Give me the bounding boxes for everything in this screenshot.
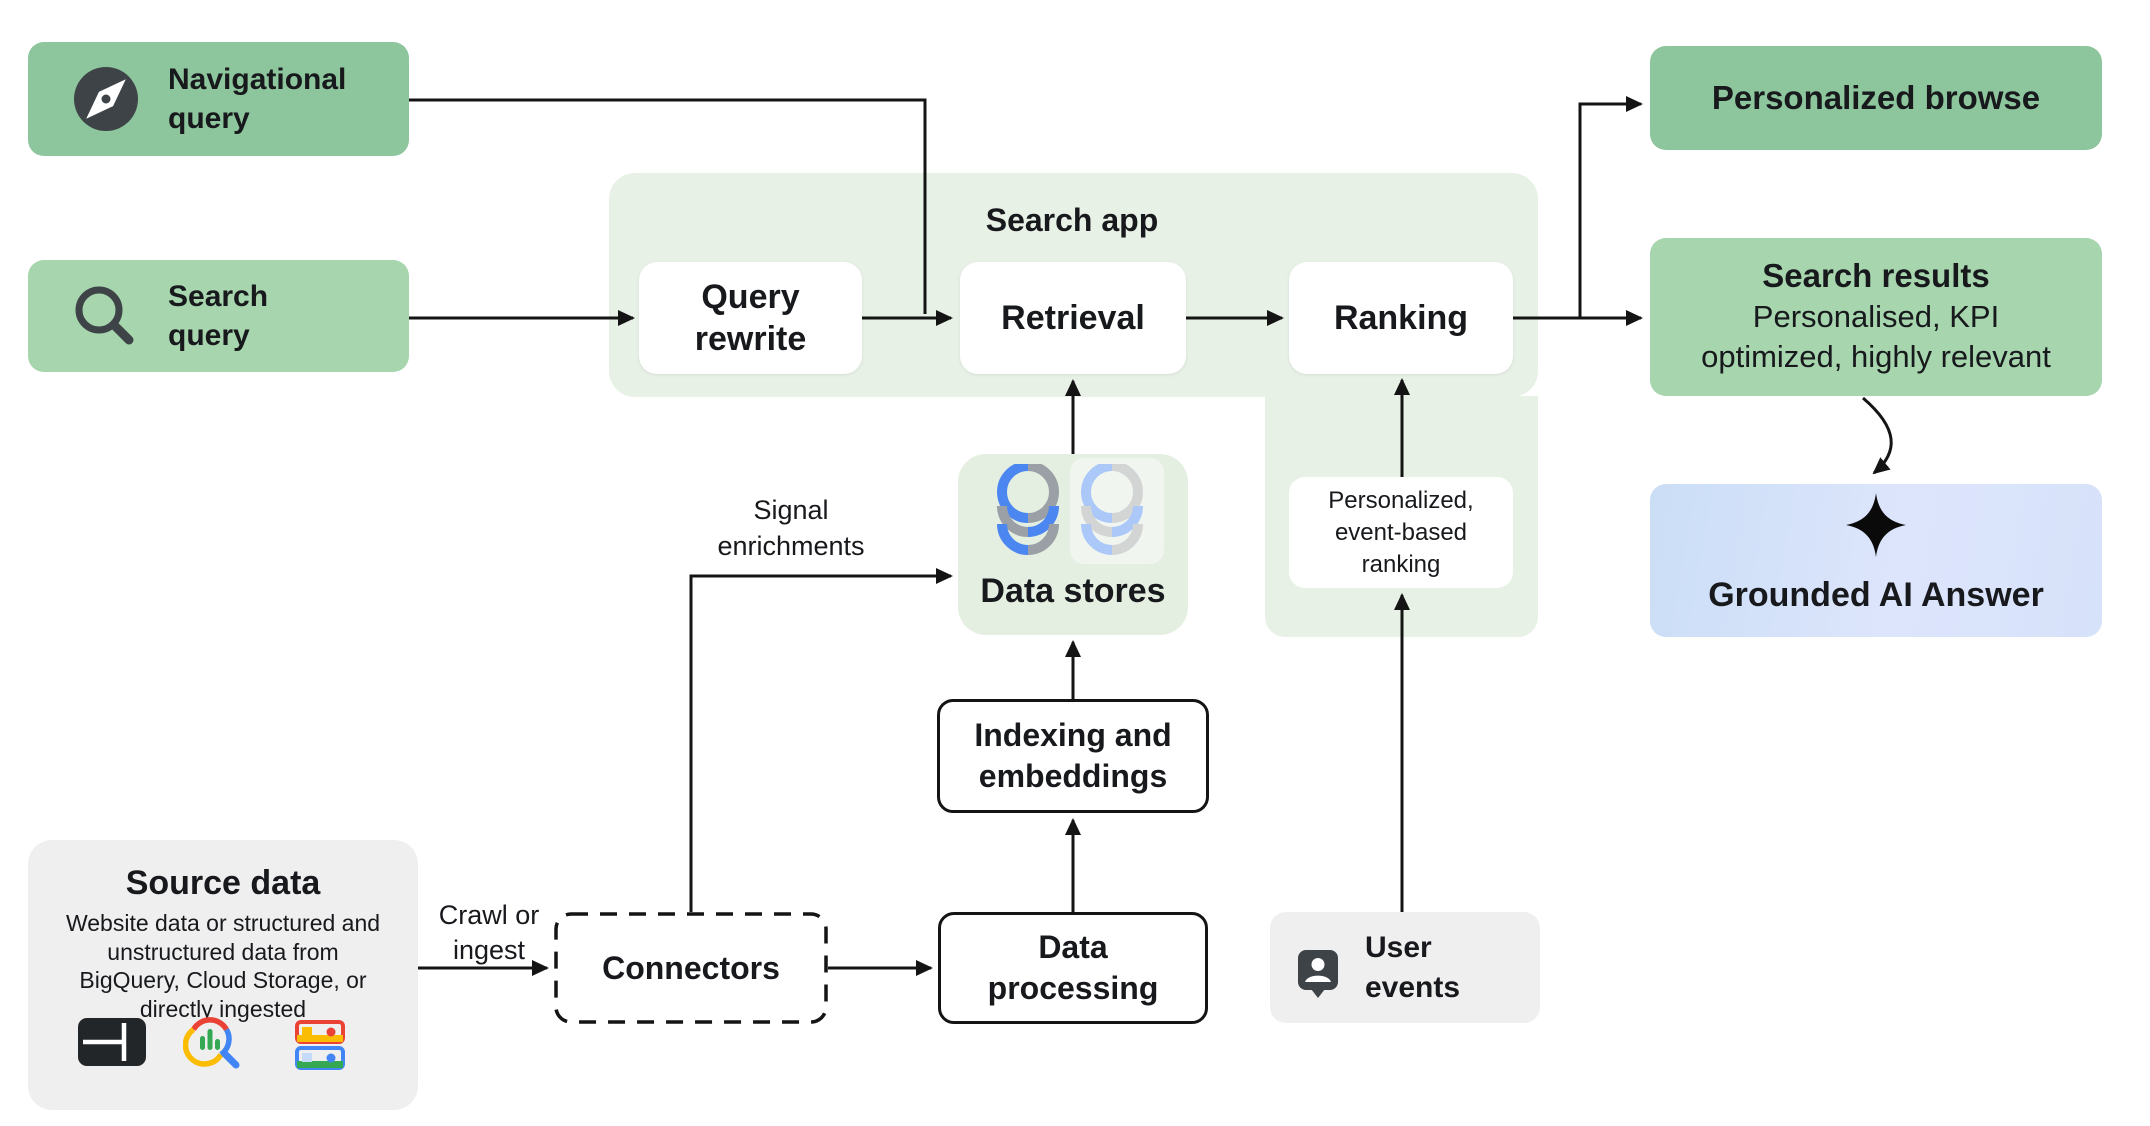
user-events-label: User events [1365, 930, 1461, 1004]
search-query-box: Search query [28, 260, 409, 372]
compass-icon [74, 67, 138, 131]
data-stores-label: Data stores [980, 572, 1166, 610]
retrieval-box: Retrieval [960, 262, 1186, 374]
signal-enrichments-label: Signal enrichments [717, 495, 865, 561]
data-stores-box: Data stores [958, 454, 1188, 635]
navigational-query-box: Navigational query [28, 42, 409, 156]
user-events-box: User events [1270, 912, 1540, 1023]
sparkle-icon [1846, 493, 1906, 557]
source-data-title: Source data [125, 864, 321, 902]
search-query-label: Search query [168, 280, 269, 352]
edge-signal-enrichments [689, 568, 953, 912]
user-icon [1298, 950, 1338, 998]
source-data-description: Website data or structured and unstructu… [65, 910, 381, 1022]
search-results-title: Search results [1762, 257, 1990, 294]
navigational-query-label: Navigational query [168, 63, 347, 135]
connectors-box: Connectors [554, 912, 828, 1024]
magnifier-icon [75, 286, 134, 345]
table-icon [78, 1018, 146, 1066]
edge-searchresults-grounded [1862, 396, 1893, 475]
dashed-border [554, 912, 828, 1024]
search-app-title: Search app [985, 202, 1159, 238]
personalized-ranking-box: Personalized, event-based ranking [1289, 477, 1513, 588]
storage-drawers-icon [295, 1020, 345, 1070]
chart-magnifier-icon [183, 1017, 240, 1069]
database-icon-secondary [1081, 464, 1143, 555]
edge-branch-personalizedbrowse [1578, 96, 1643, 318]
search-results-subtitle: Personalised, KPI optimized, highly rele… [1701, 299, 2051, 374]
ranking-box: Ranking [1289, 262, 1513, 374]
personalized-browse-box: Personalized browse [1650, 46, 2102, 150]
crawl-or-ingest-label: Crawl or ingest [438, 900, 540, 965]
grounded-ai-answer-label: Grounded AI Answer [1708, 576, 2044, 614]
grounded-ai-answer-box: Grounded AI Answer [1650, 484, 2102, 637]
source-data-box: Source data Website data or structured a… [28, 840, 418, 1110]
search-results-box: Search results Personalised, KPI optimiz… [1650, 238, 2102, 396]
database-icon-primary [997, 464, 1059, 555]
